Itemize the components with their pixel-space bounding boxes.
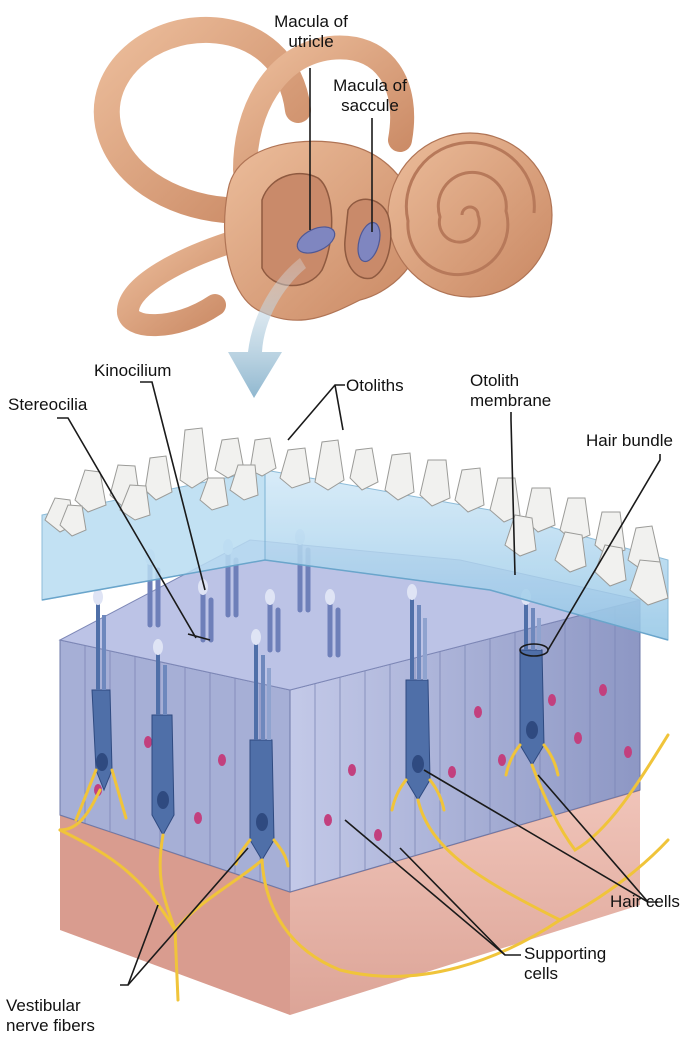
lateral-semicircular-canal	[128, 240, 238, 325]
label-vestibular-nerve-fibers: Vestibular nerve fibers	[6, 996, 95, 1036]
label-supporting-cells: Supporting cells	[524, 944, 606, 984]
label-macula-of-utricle: Macula of utricle	[262, 12, 360, 52]
label-hair-cells: Hair cells	[610, 892, 680, 912]
label-macula-of-saccule: Macula of saccule	[320, 76, 420, 116]
label-kinocilium: Kinocilium	[94, 361, 171, 381]
label-stereocilia: Stereocilia	[8, 395, 87, 415]
bony-labyrinth	[107, 30, 552, 325]
label-hair-bundle: Hair bundle	[586, 431, 673, 451]
cochlea	[388, 133, 552, 297]
label-otoliths: Otoliths	[346, 376, 404, 396]
label-otolith-membrane: Otolith membrane	[470, 371, 551, 411]
